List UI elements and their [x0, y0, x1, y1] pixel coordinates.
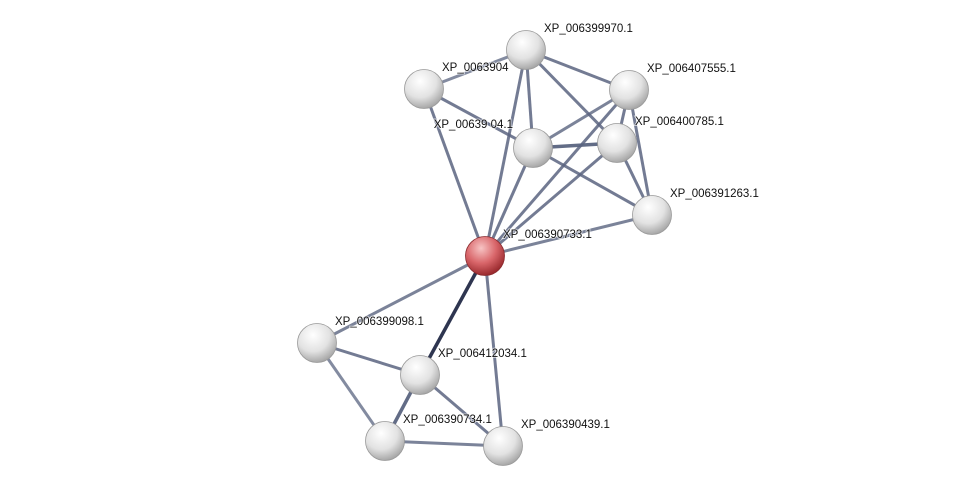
node-label: XP_006399970.1: [544, 23, 633, 35]
query-protein-node[interactable]: [465, 236, 505, 276]
edge-n785-n733[interactable]: [484, 141, 618, 258]
node-label: XP_006407555.1: [647, 63, 736, 75]
node-label: XP_00639 04.1: [434, 119, 513, 131]
node-label: XP_006390734.1: [403, 414, 492, 426]
node-label: XP_0063904: [442, 62, 509, 74]
node-label: XP_006390439.1: [521, 419, 610, 431]
node-label: XP_006399098.1: [335, 316, 424, 328]
protein-node[interactable]: [404, 69, 444, 109]
protein-node[interactable]: [609, 70, 649, 110]
protein-node[interactable]: [513, 128, 553, 168]
edge-n555-n263[interactable]: [627, 89, 654, 216]
protein-node[interactable]: [365, 421, 405, 461]
edge-n970-n785[interactable]: [524, 48, 619, 145]
edge-n970-n733[interactable]: [483, 49, 528, 257]
node-label: XP_006400785.1: [635, 116, 724, 128]
edge-n733-n439[interactable]: [483, 255, 505, 447]
edge-n904-n733[interactable]: [422, 88, 487, 257]
edge-n733-n034[interactable]: [418, 255, 487, 376]
edge-n733-n098[interactable]: [316, 254, 486, 345]
protein-node[interactable]: [297, 323, 337, 363]
node-label: XP_006390733.1: [503, 229, 592, 241]
node-label: XP_006412034.1: [438, 348, 527, 360]
edge-n398-n263[interactable]: [532, 146, 653, 217]
protein-node[interactable]: [483, 426, 523, 466]
protein-node[interactable]: [400, 355, 440, 395]
edge-n904-n398[interactable]: [423, 87, 534, 150]
protein-node[interactable]: [597, 123, 637, 163]
protein-node[interactable]: [506, 30, 546, 70]
edge-n263-n733[interactable]: [484, 213, 653, 258]
protein-node[interactable]: [632, 195, 672, 235]
node-label: XP_006391263.1: [670, 188, 759, 200]
edge-n555-n733[interactable]: [483, 89, 631, 257]
